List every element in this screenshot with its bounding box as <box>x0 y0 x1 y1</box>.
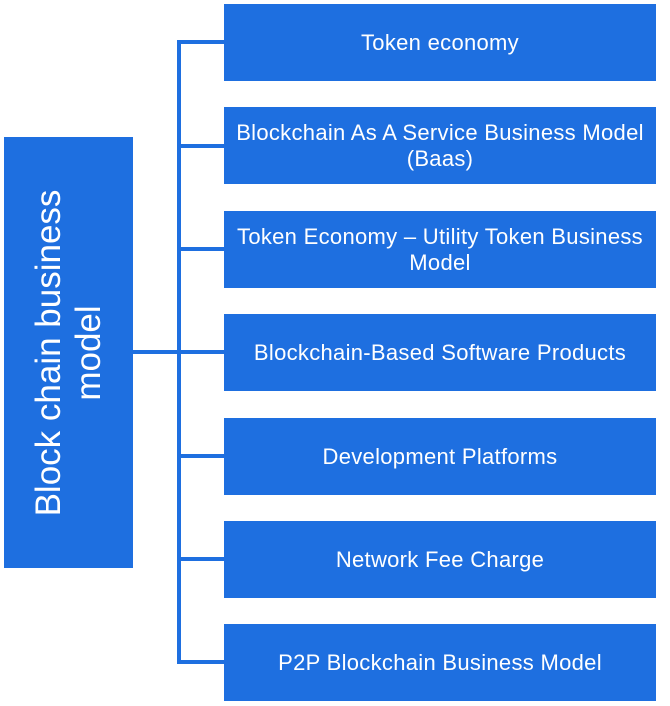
root-node-label: Block chain business model <box>28 189 108 516</box>
item-node-utility-token: Token Economy – Utility Token Business M… <box>224 211 656 288</box>
item-node-token-economy: Token economy <box>224 4 656 81</box>
item-node-label: Network Fee Charge <box>335 546 545 572</box>
item-node-development-platforms: Development Platforms <box>224 418 656 495</box>
item-node-label: Development Platforms <box>322 443 558 469</box>
item-node-label: Token economy <box>361 29 519 55</box>
item-node-label: P2P Blockchain Business Model <box>278 649 602 675</box>
item-node-p2p: P2P Blockchain Business Model <box>224 624 656 701</box>
item-node-label: Blockchain As A Service Business Model (… <box>236 119 644 171</box>
root-node: Block chain business model <box>4 137 133 568</box>
item-node-label: Blockchain-Based Software Products <box>253 339 627 365</box>
item-node-software-products: Blockchain-Based Software Products <box>224 314 656 391</box>
item-node-baas: Blockchain As A Service Business Model (… <box>224 107 656 184</box>
item-node-network-fee: Network Fee Charge <box>224 521 656 598</box>
item-node-label: Token Economy – Utility Token Business M… <box>237 223 643 275</box>
